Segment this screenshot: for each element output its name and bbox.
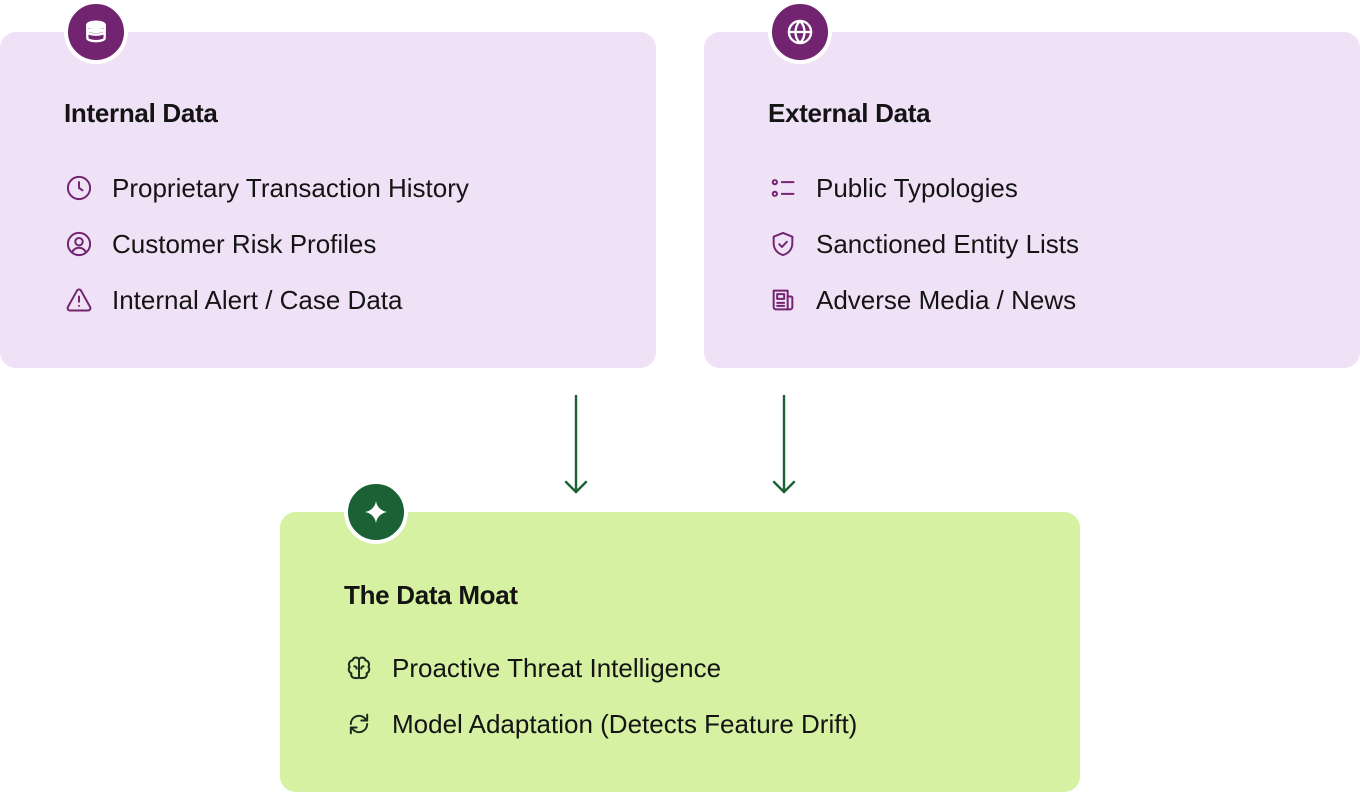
- shield-check-icon: [768, 229, 798, 259]
- card-title: The Data Moat: [344, 580, 518, 610]
- list-item: Internal Alert / Case Data: [64, 280, 469, 320]
- list-item-label: Adverse Media / News: [816, 284, 1077, 315]
- data-moat-list: Proactive Threat Intelligence Model Adap…: [344, 648, 857, 760]
- list-icon: [768, 173, 798, 203]
- list-item-label: Proactive Threat Intelligence: [392, 652, 722, 683]
- arrow-down-icon: [564, 394, 588, 494]
- list-item: Model Adaptation (Detects Feature Drift): [344, 704, 857, 744]
- list-item: Proactive Threat Intelligence: [344, 648, 857, 688]
- newspaper-icon: [768, 285, 798, 315]
- refresh-icon: [344, 709, 374, 739]
- list-item: Sanctioned Entity Lists: [768, 224, 1079, 264]
- data-moat-card: The Data Moat Proactive Threat Intellige…: [280, 480, 1080, 792]
- user-circle-icon: [64, 229, 94, 259]
- internal-data-card: Internal Data Proprietary Transaction Hi…: [0, 0, 656, 368]
- internal-data-list: Proprietary Transaction History Customer…: [64, 168, 469, 336]
- warning-triangle-icon: [64, 285, 94, 315]
- card-title: Internal Data: [64, 98, 218, 128]
- list-item-label: Model Adaptation (Detects Feature Drift): [392, 708, 858, 739]
- list-item: Public Typologies: [768, 168, 1079, 208]
- list-item: Proprietary Transaction History: [64, 168, 469, 208]
- list-item-label: Sanctioned Entity Lists: [816, 228, 1080, 259]
- list-item-label: Customer Risk Profiles: [112, 228, 377, 259]
- external-data-card: External Data Public Typologies Sanction…: [704, 0, 1360, 368]
- clock-icon: [64, 173, 94, 203]
- external-data-list: Public Typologies Sanctioned Entity List…: [768, 168, 1079, 336]
- list-item: Customer Risk Profiles: [64, 224, 469, 264]
- list-item-label: Proprietary Transaction History: [112, 172, 469, 203]
- list-item-label: Internal Alert / Case Data: [112, 284, 403, 315]
- list-item-label: Public Typologies: [816, 172, 1018, 203]
- brain-icon: [344, 653, 374, 683]
- arrow-down-icon: [772, 394, 796, 494]
- card-title: External Data: [768, 98, 931, 128]
- globe-icon: [768, 0, 832, 64]
- database-icon: [64, 0, 128, 64]
- sparkle-icon: [344, 480, 408, 544]
- list-item: Adverse Media / News: [768, 280, 1079, 320]
